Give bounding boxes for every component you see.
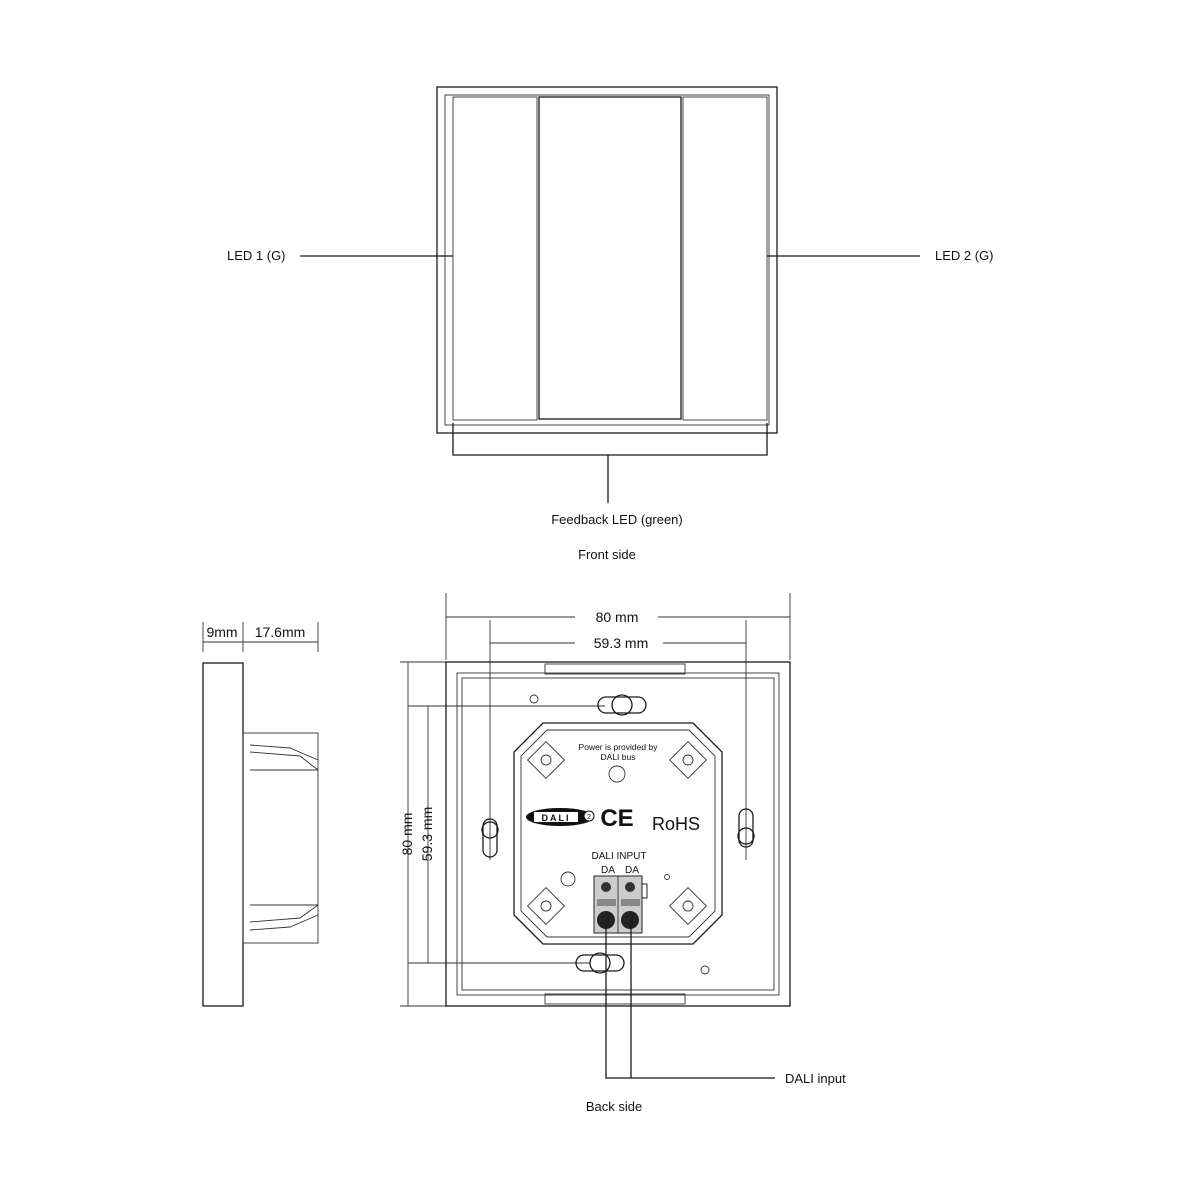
terminal-1-label: DA: [601, 865, 615, 876]
rohs-mark: RoHS: [652, 814, 700, 834]
terminal-block: [593, 875, 648, 934]
front-view: LED 1 (G) LED 2 (G) Feedback LED (green)…: [227, 86, 994, 562]
dim-width-outer: 80 mm: [596, 609, 639, 625]
side-view: 9mm 17.6mm: [202, 622, 319, 1007]
left-rocker: [452, 96, 538, 421]
power-note-line2: DALI bus: [601, 752, 636, 762]
ce-mark: CE: [600, 805, 633, 832]
svg-text:DALI: DALI: [542, 813, 571, 823]
back-caption: Back side: [586, 1099, 642, 1114]
power-note-line1: Power is provided by: [579, 742, 659, 752]
dali-logo: DALI 2: [526, 808, 595, 826]
feedback-led-label: Feedback LED (green): [551, 512, 683, 527]
dim-width-inner: 59.3 mm: [594, 635, 648, 651]
led1-label: LED 1 (G): [227, 248, 286, 263]
dali-input-label: DALI input: [785, 1071, 846, 1086]
dim-height-outer: 80 mm: [399, 813, 415, 856]
led2-label: LED 2 (G): [935, 248, 994, 263]
dim-body-depth: 17.6mm: [255, 624, 306, 640]
dim-height-inner: 59.3 mm: [419, 807, 435, 861]
front-caption: Front side: [578, 547, 636, 562]
center-rocker: [538, 96, 682, 420]
back-view: 80 mm 59.3 mm 80 mm 59.3 mm: [399, 593, 846, 1114]
front-frame: [436, 86, 778, 434]
terminal-2-label: DA: [625, 865, 639, 876]
dim-panel-thickness: 9mm: [206, 624, 237, 640]
right-rocker: [682, 96, 768, 421]
dali-input-title: DALI INPUT: [591, 851, 646, 862]
svg-text:2: 2: [587, 814, 591, 821]
